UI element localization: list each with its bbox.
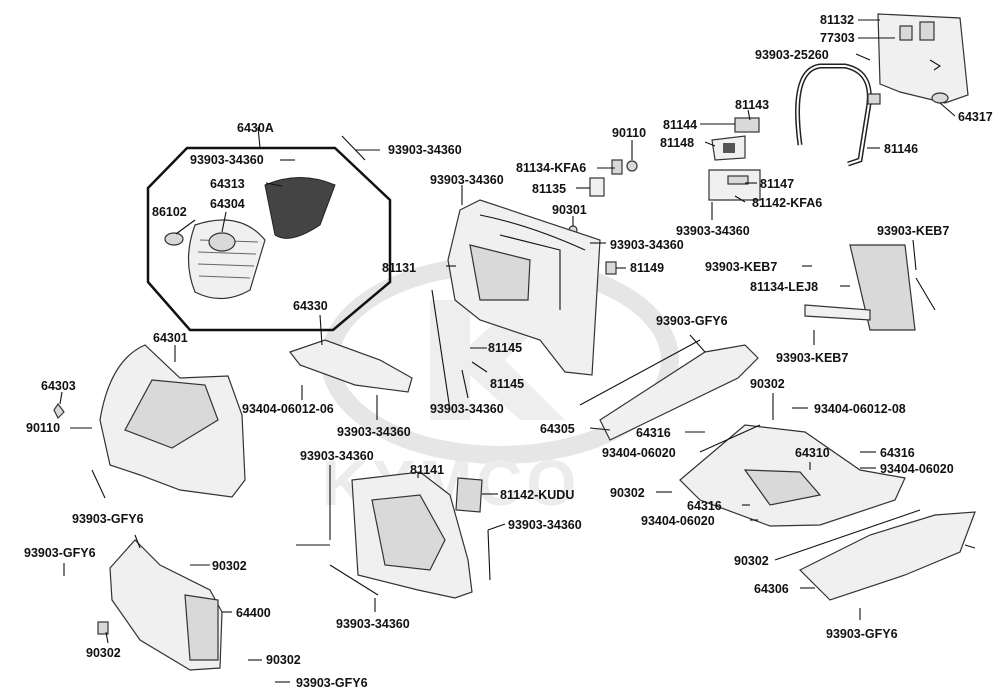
label-90302-mid[interactable]: 90302: [610, 486, 645, 500]
label-64304[interactable]: 64304: [210, 197, 245, 211]
label-81146[interactable]: 81146: [884, 142, 918, 156]
part-81134-kfa6[interactable]: [611, 159, 623, 175]
part-64313-mesh[interactable]: [264, 177, 336, 239]
label-64316-left[interactable]: 64316: [636, 426, 671, 440]
part-81131-luggage-box[interactable]: [447, 199, 601, 376]
label-93404-06012-06[interactable]: 93404-06012-06: [242, 402, 334, 416]
label-64306[interactable]: 64306: [754, 582, 789, 596]
label-93903-34360-grille-right[interactable]: 93903-34360: [388, 143, 462, 157]
label-81132[interactable]: 81132: [820, 13, 854, 27]
label-64316-bottom[interactable]: 64316: [687, 499, 722, 513]
label-93903-gfy6-front[interactable]: 93903-GFY6: [72, 512, 144, 526]
part-64330[interactable]: [289, 339, 413, 393]
label-81131[interactable]: 81131: [382, 261, 416, 275]
label-93404-06020-bottom[interactable]: 93404-06020: [641, 514, 715, 528]
part-81132-panel[interactable]: [877, 13, 969, 104]
label-81135[interactable]: 81135: [532, 182, 566, 196]
label-93903-keb7-mid[interactable]: 93903-KEB7: [705, 260, 777, 274]
label-6430a[interactable]: 6430A: [237, 121, 274, 135]
label-93404-06012-08[interactable]: 93404-06012-08: [814, 402, 906, 416]
label-81147[interactable]: 81147: [760, 177, 794, 191]
label-90302-top[interactable]: 90302: [750, 377, 785, 391]
inset-frame-6430a: [146, 146, 392, 332]
label-90302-bottom[interactable]: 90302: [266, 653, 301, 667]
label-93903-gfy6-rear[interactable]: 93903-GFY6: [826, 627, 898, 641]
label-81145-upper[interactable]: 81145: [488, 341, 522, 355]
part-90110-nut[interactable]: [626, 160, 638, 172]
label-90302-lower-left[interactable]: 90302: [86, 646, 121, 660]
label-93903-gfy6-lower[interactable]: 93903-GFY6: [24, 546, 96, 560]
label-64317[interactable]: 64317: [958, 110, 993, 124]
part-81141-inner-panel[interactable]: [351, 471, 473, 599]
label-93903-34360-tray[interactable]: 93903-34360: [337, 425, 411, 439]
label-64310[interactable]: 64310: [795, 446, 830, 460]
label-93903-34360-inner-top[interactable]: 93903-34360: [300, 449, 374, 463]
label-93903-keb7-top[interactable]: 93903-KEB7: [877, 224, 949, 238]
label-93903-34360-grille[interactable]: 93903-34360: [190, 153, 264, 167]
label-81145-lower[interactable]: 81145: [490, 377, 524, 391]
label-81143[interactable]: 81143: [735, 98, 769, 112]
part-64305[interactable]: [599, 344, 759, 441]
label-90302-low[interactable]: 90302: [734, 554, 769, 568]
part-64317[interactable]: [867, 93, 881, 105]
label-64301[interactable]: 64301: [153, 331, 188, 345]
label-81134-kfa6[interactable]: 81134-KFA6: [516, 161, 586, 175]
part-81146-seal[interactable]: [795, 63, 872, 167]
part-6430a-grille[interactable]: [164, 177, 336, 300]
part-64400-lower-cover[interactable]: [109, 539, 223, 671]
label-64305[interactable]: 64305: [540, 422, 575, 436]
label-90110-top[interactable]: 90110: [612, 126, 646, 140]
label-64313[interactable]: 64313: [210, 177, 245, 191]
label-93903-34360-lock[interactable]: 93903-34360: [676, 224, 750, 238]
part-90302-clip[interactable]: [97, 621, 109, 635]
label-81142-kfa6[interactable]: 81142-KFA6: [752, 196, 822, 210]
label-81134-lej8[interactable]: 81134-LEJ8: [750, 280, 818, 294]
leader-lines: [59, 19, 976, 683]
label-93903-34360-inner-bottom[interactable]: 93903-34360: [336, 617, 410, 631]
label-93903-gfy6-floor[interactable]: 93903-GFY6: [656, 314, 728, 328]
label-81144[interactable]: 81144: [663, 118, 697, 132]
part-81135[interactable]: [589, 177, 605, 197]
part-labels: 81132 77303 93903-25260 64317 81146 8114…: [24, 13, 993, 690]
label-81149[interactable]: 81149: [630, 261, 664, 275]
part-81134-lej8-bracket[interactable]: [804, 244, 916, 331]
part-64310-floorboard[interactable]: [679, 424, 906, 527]
part-81149[interactable]: [605, 261, 617, 275]
part-64303[interactable]: [53, 402, 65, 420]
part-81142-kudu[interactable]: [455, 477, 483, 513]
label-86102[interactable]: 86102: [152, 205, 187, 219]
label-64330[interactable]: 64330: [293, 299, 328, 313]
part-lock-assembly[interactable]: [708, 117, 761, 201]
label-93903-34360-box-right[interactable]: 93903-34360: [610, 238, 684, 252]
label-81148[interactable]: 81148: [660, 136, 694, 150]
label-64400[interactable]: 64400: [236, 606, 271, 620]
label-93404-06020-right[interactable]: 93404-06020: [880, 462, 954, 476]
label-90301[interactable]: 90301: [552, 203, 587, 217]
label-93903-25260[interactable]: 93903-25260: [755, 48, 829, 62]
label-93404-06020-left[interactable]: 93404-06020: [602, 446, 676, 460]
label-93903-keb7-bottom[interactable]: 93903-KEB7: [776, 351, 848, 365]
label-90302-lower-right[interactable]: 90302: [212, 559, 247, 573]
label-93903-gfy6-bottom[interactable]: 93903-GFY6: [296, 676, 368, 690]
label-81141[interactable]: 81141: [410, 463, 444, 477]
label-77303[interactable]: 77303: [820, 31, 855, 45]
label-90110-front[interactable]: 90110: [26, 421, 60, 435]
label-64316-right[interactable]: 64316: [880, 446, 915, 460]
part-64306[interactable]: [798, 511, 976, 601]
label-81142-kudu[interactable]: 81142-KUDU: [500, 488, 574, 502]
label-64303[interactable]: 64303: [41, 379, 76, 393]
label-93903-34360-box-top[interactable]: 93903-34360: [430, 173, 504, 187]
label-93903-34360-inner-right[interactable]: 93903-34360: [508, 518, 582, 532]
part-86102[interactable]: [164, 232, 184, 246]
part-64301-front-cover[interactable]: [99, 344, 246, 498]
label-93903-34360-box-bottom[interactable]: 93903-34360: [430, 402, 504, 416]
